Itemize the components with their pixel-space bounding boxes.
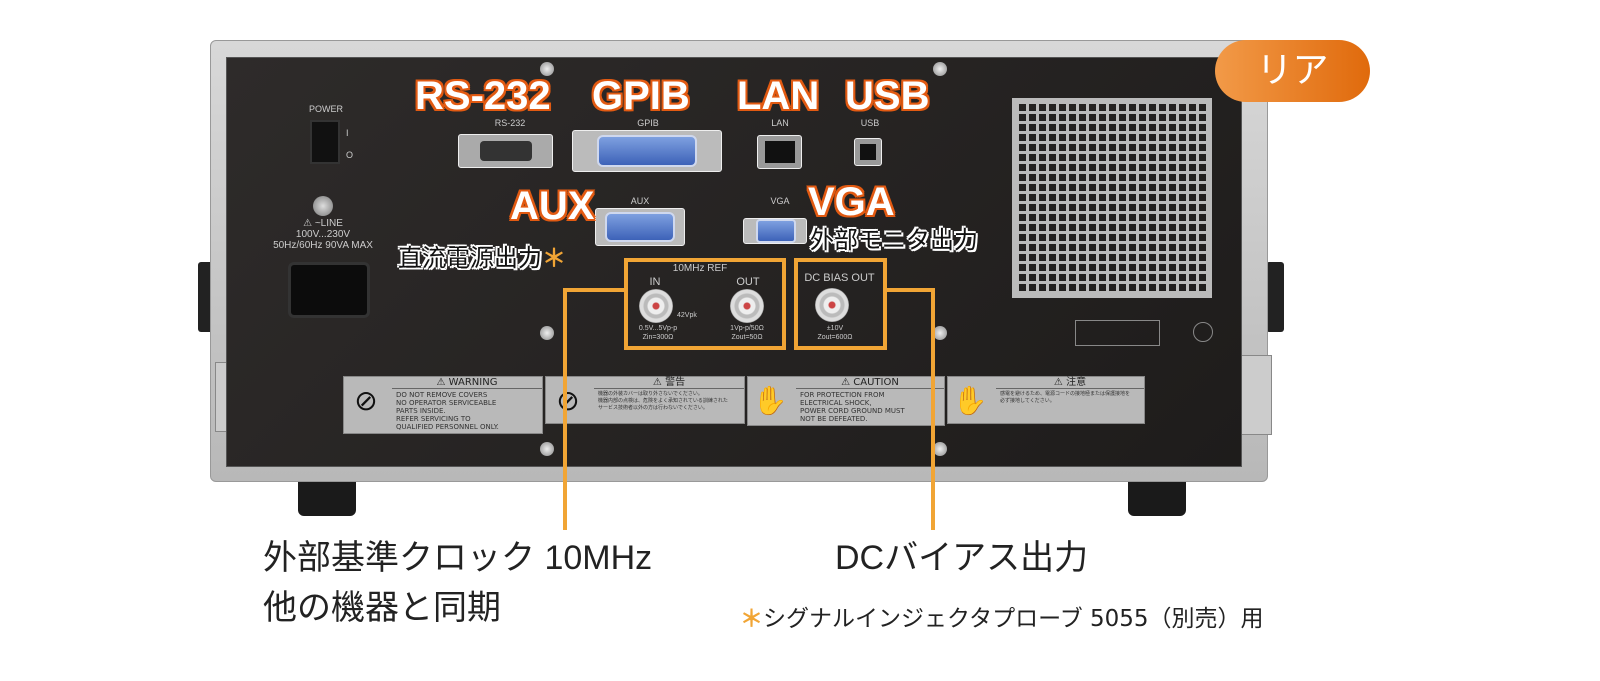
right-handle bbox=[1266, 262, 1284, 332]
ref-out-label: OUT bbox=[736, 276, 760, 288]
rs232-port[interactable] bbox=[458, 134, 553, 168]
power-switch[interactable] bbox=[310, 120, 340, 164]
asterisk-mark: ＊ bbox=[542, 244, 566, 272]
warning-label-body: DO NOT REMOVE COVERS NO OPERATOR SERVICE… bbox=[396, 391, 499, 431]
warning-label-title: ⚠ WARNING bbox=[392, 377, 542, 389]
vga-panel-label: VGA bbox=[770, 196, 790, 206]
rs232-callout: RS-232 bbox=[415, 74, 551, 118]
screw bbox=[933, 62, 947, 76]
no-screwdriver-icon: ⊘ bbox=[354, 384, 378, 417]
rear-badge: リア bbox=[1215, 40, 1370, 102]
dc-bias-title: DC BIAS OUT bbox=[804, 272, 875, 284]
chuui-label: ✋ ⚠ 注意感電を避けるため、電源コードの接地極または保護接地を 必ず接地してくだ… bbox=[947, 376, 1145, 424]
dc-bias-spec1: ±10V bbox=[826, 325, 844, 332]
screw bbox=[540, 62, 554, 76]
keikoku-label-title: ⚠ 警告 bbox=[594, 377, 744, 389]
lan-panel-label: LAN bbox=[771, 118, 789, 128]
dc-bias-bnc[interactable] bbox=[815, 288, 849, 322]
ref-leader-vertical bbox=[563, 288, 567, 530]
power-on-mark: I bbox=[346, 128, 349, 138]
warning-label: ⊘ ⚠ WARNING DO NOT REMOVE COVERS NO OPERAT… bbox=[343, 376, 543, 434]
ref-in-max: 42Vpk bbox=[677, 312, 697, 319]
ref-title: 10MHz REF bbox=[672, 263, 728, 274]
chuui-label-body: 感電を避けるため、電源コードの接地極または保護接地を 必ず接地してください。 bbox=[1000, 391, 1131, 404]
ref-out-spec2: Zout=50Ω bbox=[731, 334, 763, 341]
lan-callout: LAN bbox=[737, 74, 820, 118]
left-foot bbox=[298, 478, 356, 516]
screw bbox=[933, 442, 947, 456]
screw bbox=[933, 326, 947, 340]
clock-caption-line2: 他の機器と同期 bbox=[263, 589, 501, 627]
footnote: ＊シグナルインジェクタプローブ 5055（別売）用 bbox=[740, 604, 1264, 634]
gpib-panel-label: GPIB bbox=[637, 118, 659, 128]
ref-highlight-box bbox=[624, 258, 786, 350]
power-label: POWER bbox=[308, 104, 343, 114]
ref-in-label: IN bbox=[649, 276, 661, 288]
gpib-port[interactable] bbox=[597, 135, 697, 167]
aux-panel-label: AUX bbox=[630, 196, 650, 206]
line-label: ⚠ ~LINE 100V...230V 50Hz/60Hz 90VA MAX bbox=[258, 218, 388, 251]
screw bbox=[540, 326, 554, 340]
ground-terminal bbox=[313, 196, 333, 216]
line-frequency: 50Hz/60Hz 90VA MAX bbox=[273, 240, 373, 251]
vga-description: 外部モニタ出力 bbox=[810, 226, 978, 254]
dc-bias-spec2: Zout=600Ω bbox=[817, 334, 853, 341]
ref-in-spec1: 0.5V...5Vp-p bbox=[638, 325, 678, 332]
ref-out-bnc[interactable] bbox=[730, 289, 764, 323]
ref-out-spec1: 1Vp-p/50Ω bbox=[730, 325, 764, 332]
fan-vent bbox=[1012, 98, 1212, 298]
screw bbox=[540, 442, 554, 456]
ref-out-spec: 1Vp-p/50Ω Zout=50Ω bbox=[718, 324, 776, 342]
vga-port[interactable] bbox=[756, 219, 796, 243]
product-plate bbox=[1075, 320, 1160, 346]
keikoku-label: ⊘ ⚠ 警告機器の外装カバーは取り外さないでください。 機器内部の点検は、危険をよ… bbox=[545, 376, 745, 424]
ac-inlet[interactable] bbox=[288, 262, 370, 318]
footnote-text: シグナルインジェクタプローブ 5055（別売）用 bbox=[763, 606, 1264, 632]
gpib-callout: GPIB bbox=[592, 74, 690, 118]
ref-in-spec2: Zin=300Ω bbox=[642, 334, 674, 341]
dc-leader-horizontal bbox=[885, 288, 935, 292]
dc-bias-caption: DCバイアス出力 bbox=[835, 539, 1089, 577]
vga-callout: VGA bbox=[808, 180, 895, 224]
round-mark bbox=[1193, 322, 1213, 342]
footnote-mark: ＊ bbox=[740, 606, 763, 632]
chuui-label-title: ⚠ 注意 bbox=[996, 377, 1144, 389]
caution-label: ✋ ⚠ CAUTION FOR PROTECTION FROM ELECTRICAL… bbox=[747, 376, 945, 426]
usb-panel-label: USB bbox=[860, 118, 880, 128]
clock-caption-line1: 外部基準クロック 10MHz bbox=[263, 539, 653, 577]
shock-hand-icon: ✋ bbox=[952, 384, 988, 417]
right-foot bbox=[1128, 478, 1186, 516]
keikoku-label-body: 機器の外装カバーは取り外さないでください。 機器内部の点検は、危険をよく承知され… bbox=[598, 391, 728, 411]
caution-label-body: FOR PROTECTION FROM ELECTRICAL SHOCK, PO… bbox=[800, 391, 905, 423]
dc-bias-spec: ±10V Zout=600Ω bbox=[805, 324, 865, 342]
aux-description-text: 直流電源出力 bbox=[398, 244, 542, 272]
rs232-panel-label: RS-232 bbox=[494, 118, 526, 128]
power-off-mark: O bbox=[346, 150, 354, 160]
lan-port[interactable] bbox=[757, 135, 802, 169]
no-screwdriver-icon: ⊘ bbox=[556, 384, 580, 417]
line-title: ⚠ ~LINE bbox=[303, 218, 343, 229]
dc-bias-highlight-box bbox=[794, 258, 887, 350]
usb-callout: USB bbox=[845, 74, 930, 118]
shock-hand-icon: ✋ bbox=[752, 384, 788, 417]
dc-leader-vertical bbox=[931, 288, 935, 530]
aux-description: 直流電源出力＊ bbox=[398, 244, 566, 272]
caution-label-title: ⚠ CAUTION bbox=[796, 377, 944, 389]
ref-in-bnc[interactable] bbox=[639, 289, 673, 323]
line-voltage: 100V...230V bbox=[295, 229, 351, 240]
ref-leader-horizontal bbox=[563, 288, 626, 292]
usb-port[interactable] bbox=[854, 138, 882, 166]
aux-callout: AUX bbox=[510, 184, 595, 228]
aux-port[interactable] bbox=[605, 212, 675, 242]
